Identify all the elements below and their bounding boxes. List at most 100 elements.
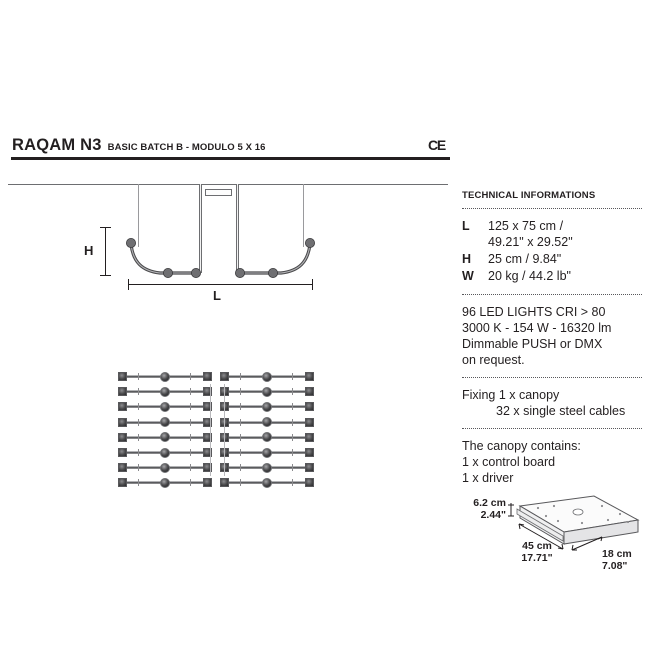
spacer: [462, 419, 642, 428]
canopy-contents-line: 1 x driver: [462, 471, 514, 485]
bar-end-connector: [305, 478, 314, 488]
bar-center-node: [160, 462, 170, 473]
bar-tick: [138, 418, 139, 426]
bar-end-connector: [203, 387, 212, 397]
led-spec-line: on request.: [462, 353, 525, 367]
vertical-connector-line: [210, 384, 211, 476]
table-row: H 25 cm / 9.84": [462, 251, 642, 268]
bar-end-connector: [220, 372, 229, 381]
bar-end-connector: [203, 402, 212, 412]
spec-key: L: [462, 219, 470, 233]
plan-view-row: [118, 386, 314, 397]
bar-tick: [190, 403, 191, 411]
bar-center-node: [160, 432, 170, 443]
bar-end-connector: [118, 448, 127, 457]
led-spec-line: Dimmable PUSH or DMX: [462, 337, 603, 351]
spec-value: 125 x 75 cm / 49.21" x 29.52": [488, 218, 642, 251]
center-stem: [236, 184, 239, 273]
bar-end-connector: [118, 463, 127, 473]
length-dimension-line: [128, 284, 312, 285]
bar-center-node: [262, 477, 272, 488]
bar-tick: [292, 464, 293, 472]
specs-table: L 125 x 75 cm / 49.21" x 29.52" H 25 cm …: [462, 218, 642, 285]
plan-view-row: [118, 477, 314, 488]
bar-tick: [190, 433, 191, 441]
canopy-width-cm: 18 cm: [602, 548, 632, 560]
bar-tick: [138, 388, 139, 396]
canopy-block: [205, 189, 232, 196]
spec-key: W: [462, 269, 474, 283]
table-row: L 125 x 75 cm / 49.21" x 29.52": [462, 218, 642, 251]
bar-tick: [190, 479, 191, 487]
length-dimension-cap: [128, 279, 129, 290]
bar-end-connector: [305, 448, 314, 457]
bar-end-connector: [220, 478, 229, 488]
elevation-drawing: H L: [0, 170, 455, 303]
bar-tick: [292, 433, 293, 441]
light-bar-profile: [126, 238, 315, 279]
bar-end-connector: [305, 463, 314, 473]
height-dimension-cap: [100, 227, 111, 228]
vertical-connector-line: [224, 384, 225, 476]
product-variant: BASIC BATCH B - MODULO 5 X 16: [107, 142, 266, 153]
bar-end-connector: [118, 432, 127, 442]
canopy-length-label: 45 cm 17.71": [510, 540, 564, 564]
bar-center-node: [160, 386, 170, 397]
title-divider: [11, 157, 450, 160]
bar-tick: [138, 433, 139, 441]
bar-tick: [190, 449, 191, 456]
bar-end-connector: [203, 372, 212, 381]
bar-tick: [138, 373, 139, 380]
bar-end-connector: [305, 387, 314, 397]
fixing-line: 32 x single steel cables: [496, 404, 626, 418]
canopy-contents-line: 1 x control board: [462, 455, 556, 469]
bar-center-node: [160, 401, 170, 412]
bar-center-node: [262, 462, 272, 473]
product-name: RAQAM N3: [12, 136, 102, 154]
bar-tick: [190, 373, 191, 380]
suspension-cable: [303, 184, 304, 247]
bar-end-connector: [203, 432, 212, 442]
bar-tick: [138, 479, 139, 487]
bar-tick: [190, 418, 191, 426]
center-stem: [199, 184, 202, 273]
bar-tick: [240, 479, 241, 487]
bar-tick: [240, 449, 241, 456]
bar-tick: [292, 403, 293, 411]
bar-center-node: [262, 417, 272, 428]
bar-center-node: [262, 432, 272, 443]
height-dimension-label: H: [84, 243, 94, 258]
height-dimension-cap: [100, 275, 111, 276]
bar-tick: [240, 373, 241, 380]
bar-end-connector: [305, 402, 314, 412]
plan-view-row: [118, 371, 314, 382]
bar-tick: [138, 449, 139, 456]
bar-tick: [190, 388, 191, 396]
canopy-box-shape: [508, 495, 640, 551]
led-spec-line: 3000 K - 154 W - 16320 lm: [462, 321, 612, 335]
canopy-width-label: 18 cm 7.08": [602, 548, 648, 572]
bar-center-node: [262, 401, 272, 412]
plan-view-row: [118, 432, 314, 443]
bar-end-connector: [305, 417, 314, 427]
bar-center-node: [160, 447, 170, 458]
plan-view-row: [118, 417, 314, 428]
bar-tick: [240, 418, 241, 426]
canopy-width-in: 7.08": [602, 560, 628, 572]
length-dimension-cap: [312, 279, 313, 290]
bar-tick: [292, 449, 293, 456]
bar-tick: [292, 388, 293, 396]
led-spec-line: 96 LED LIGHTS CRI > 80: [462, 305, 606, 319]
bar-end-connector: [203, 448, 212, 457]
bar-end-connector: [118, 372, 127, 381]
divider: [462, 208, 642, 209]
canopy-contents-line: The canopy contains:: [462, 439, 581, 453]
canopy-height-label: 6.2 cm 2.44": [462, 497, 506, 521]
table-row: W 20 kg / 44.2 lb": [462, 268, 642, 285]
bar-tick: [240, 403, 241, 411]
bar-tick: [292, 479, 293, 487]
bar-end-connector: [118, 402, 127, 412]
bar-end-connector: [203, 478, 212, 488]
fixing-info: Fixing 1 x canopy 32 x single steel cabl…: [462, 387, 642, 419]
